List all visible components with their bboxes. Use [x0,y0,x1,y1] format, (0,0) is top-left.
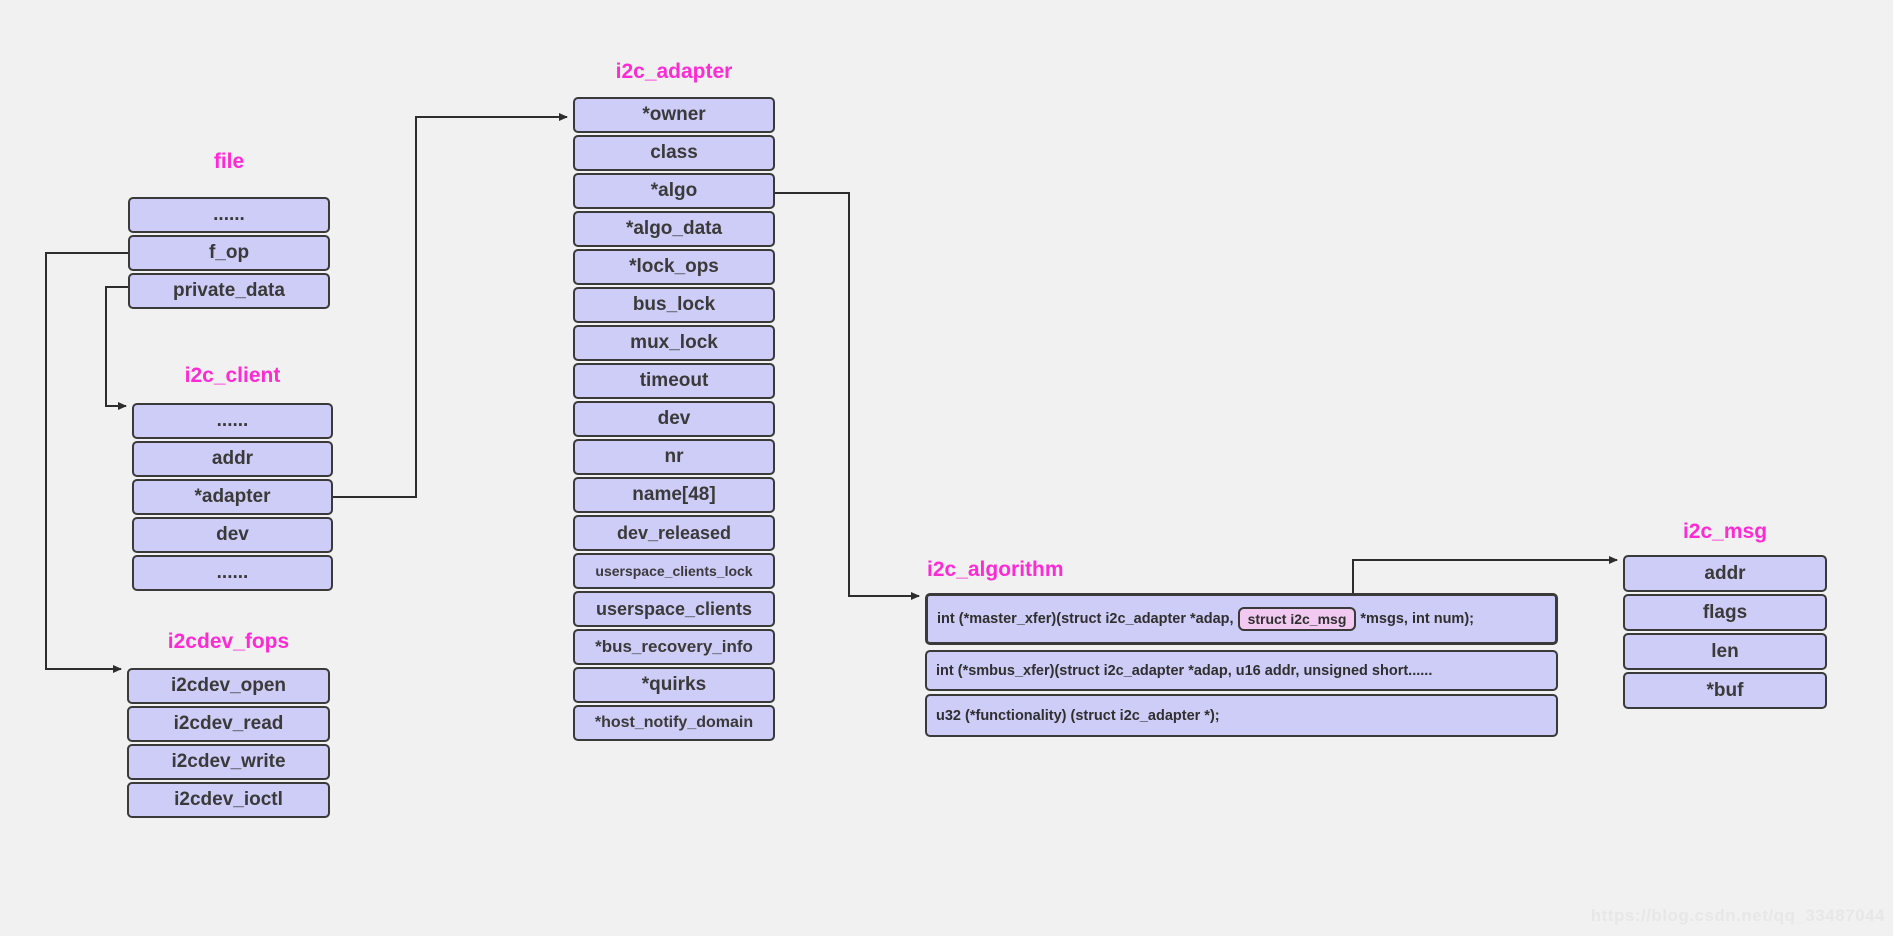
field-dev-released: dev_released [573,515,775,551]
field-userspace-clients: userspace_clients [573,591,775,627]
field-nr: nr [573,439,775,475]
field-class: class [573,135,775,171]
field-functionality: u32 (*functionality) (struct i2c_adapter… [925,694,1558,737]
field-mux-lock: mux_lock [573,325,775,361]
master-xfer-text-after: *msgs, int num); [1360,611,1474,627]
field-bus-recovery-info: *bus_recovery_info [573,629,775,665]
field-msg-buf: *buf [1623,672,1827,709]
field-private-data: private_data [128,273,330,309]
field-client-ellipsis-bottom: ...... [132,555,333,591]
i2c-msg-struct-title: i2c_msg [1682,520,1768,543]
file-struct-title: file [213,150,245,173]
field-userspace-clients-lock: userspace_clients_lock [573,553,775,589]
field-algo: *algo [573,173,775,209]
i2c-adapter-struct-title: i2c_adapter [615,60,733,83]
i2c-client-struct-title: i2c_client [184,364,281,387]
field-i2cdev-ioctl: i2cdev_ioctl [127,782,330,818]
arrow-f-op-to-i2cdev-fops [45,252,128,673]
field-adapter-pointer: *adapter [132,479,333,515]
field-i2cdev-read: i2cdev_read [127,706,330,742]
arrow-algo-to-i2c-algorithm [775,192,920,600]
field-master-xfer: int (*master_xfer)(struct i2c_adapter *a… [925,593,1558,645]
field-lock-ops: *lock_ops [573,249,775,285]
arrow-struct-i2c-msg-to-i2c-msg [1352,556,1618,601]
master-xfer-text-before: int (*master_xfer)(struct i2c_adapter *a… [937,611,1234,627]
field-i2cdev-write: i2cdev_write [127,744,330,780]
field-smbus-xfer: int (*smbus_xfer)(struct i2c_adapter *ad… [925,650,1558,691]
i2c-msg-struct: addr flags len *buf [1623,555,1827,709]
i2cdev-fops-struct-title: i2cdev_fops [167,630,290,653]
field-msg-len: len [1623,633,1827,670]
field-timeout: timeout [573,363,775,399]
field-name48: name[48] [573,477,775,513]
field-msg-addr: addr [1623,555,1827,592]
field-bus-lock: bus_lock [573,287,775,323]
field-file-ellipsis: ...... [128,197,330,233]
field-f-op: f_op [128,235,330,271]
field-adapter-dev: dev [573,401,775,437]
arrow-private-data-to-i2c-client [105,286,128,410]
field-i2cdev-open: i2cdev_open [127,668,330,704]
field-host-notify-domain: *host_notify_domain [573,705,775,741]
watermark: https://blog.csdn.net/qq_33487044 [1590,906,1885,925]
i2c-algorithm-struct-title: i2c_algorithm [927,558,1064,581]
i2cdev-fops-struct: i2cdev_open i2cdev_read i2cdev_write i2c… [127,668,330,818]
field-client-ellipsis-top: ...... [132,403,333,439]
field-addr: addr [132,441,333,477]
field-owner: *owner [573,97,775,133]
i2c-adapter-struct: *owner class *algo *algo_data *lock_ops … [573,97,775,741]
field-quirks: *quirks [573,667,775,703]
struct-i2c-msg-highlight: struct i2c_msg [1237,607,1357,631]
i2c-client-struct: ...... addr *adapter dev ...... [132,403,333,591]
field-algo-data: *algo_data [573,211,775,247]
field-msg-flags: flags [1623,594,1827,631]
field-dev: dev [132,517,333,553]
file-struct: ...... f_op private_data [128,197,330,309]
arrow-adapter-to-i2c-adapter [333,113,568,498]
